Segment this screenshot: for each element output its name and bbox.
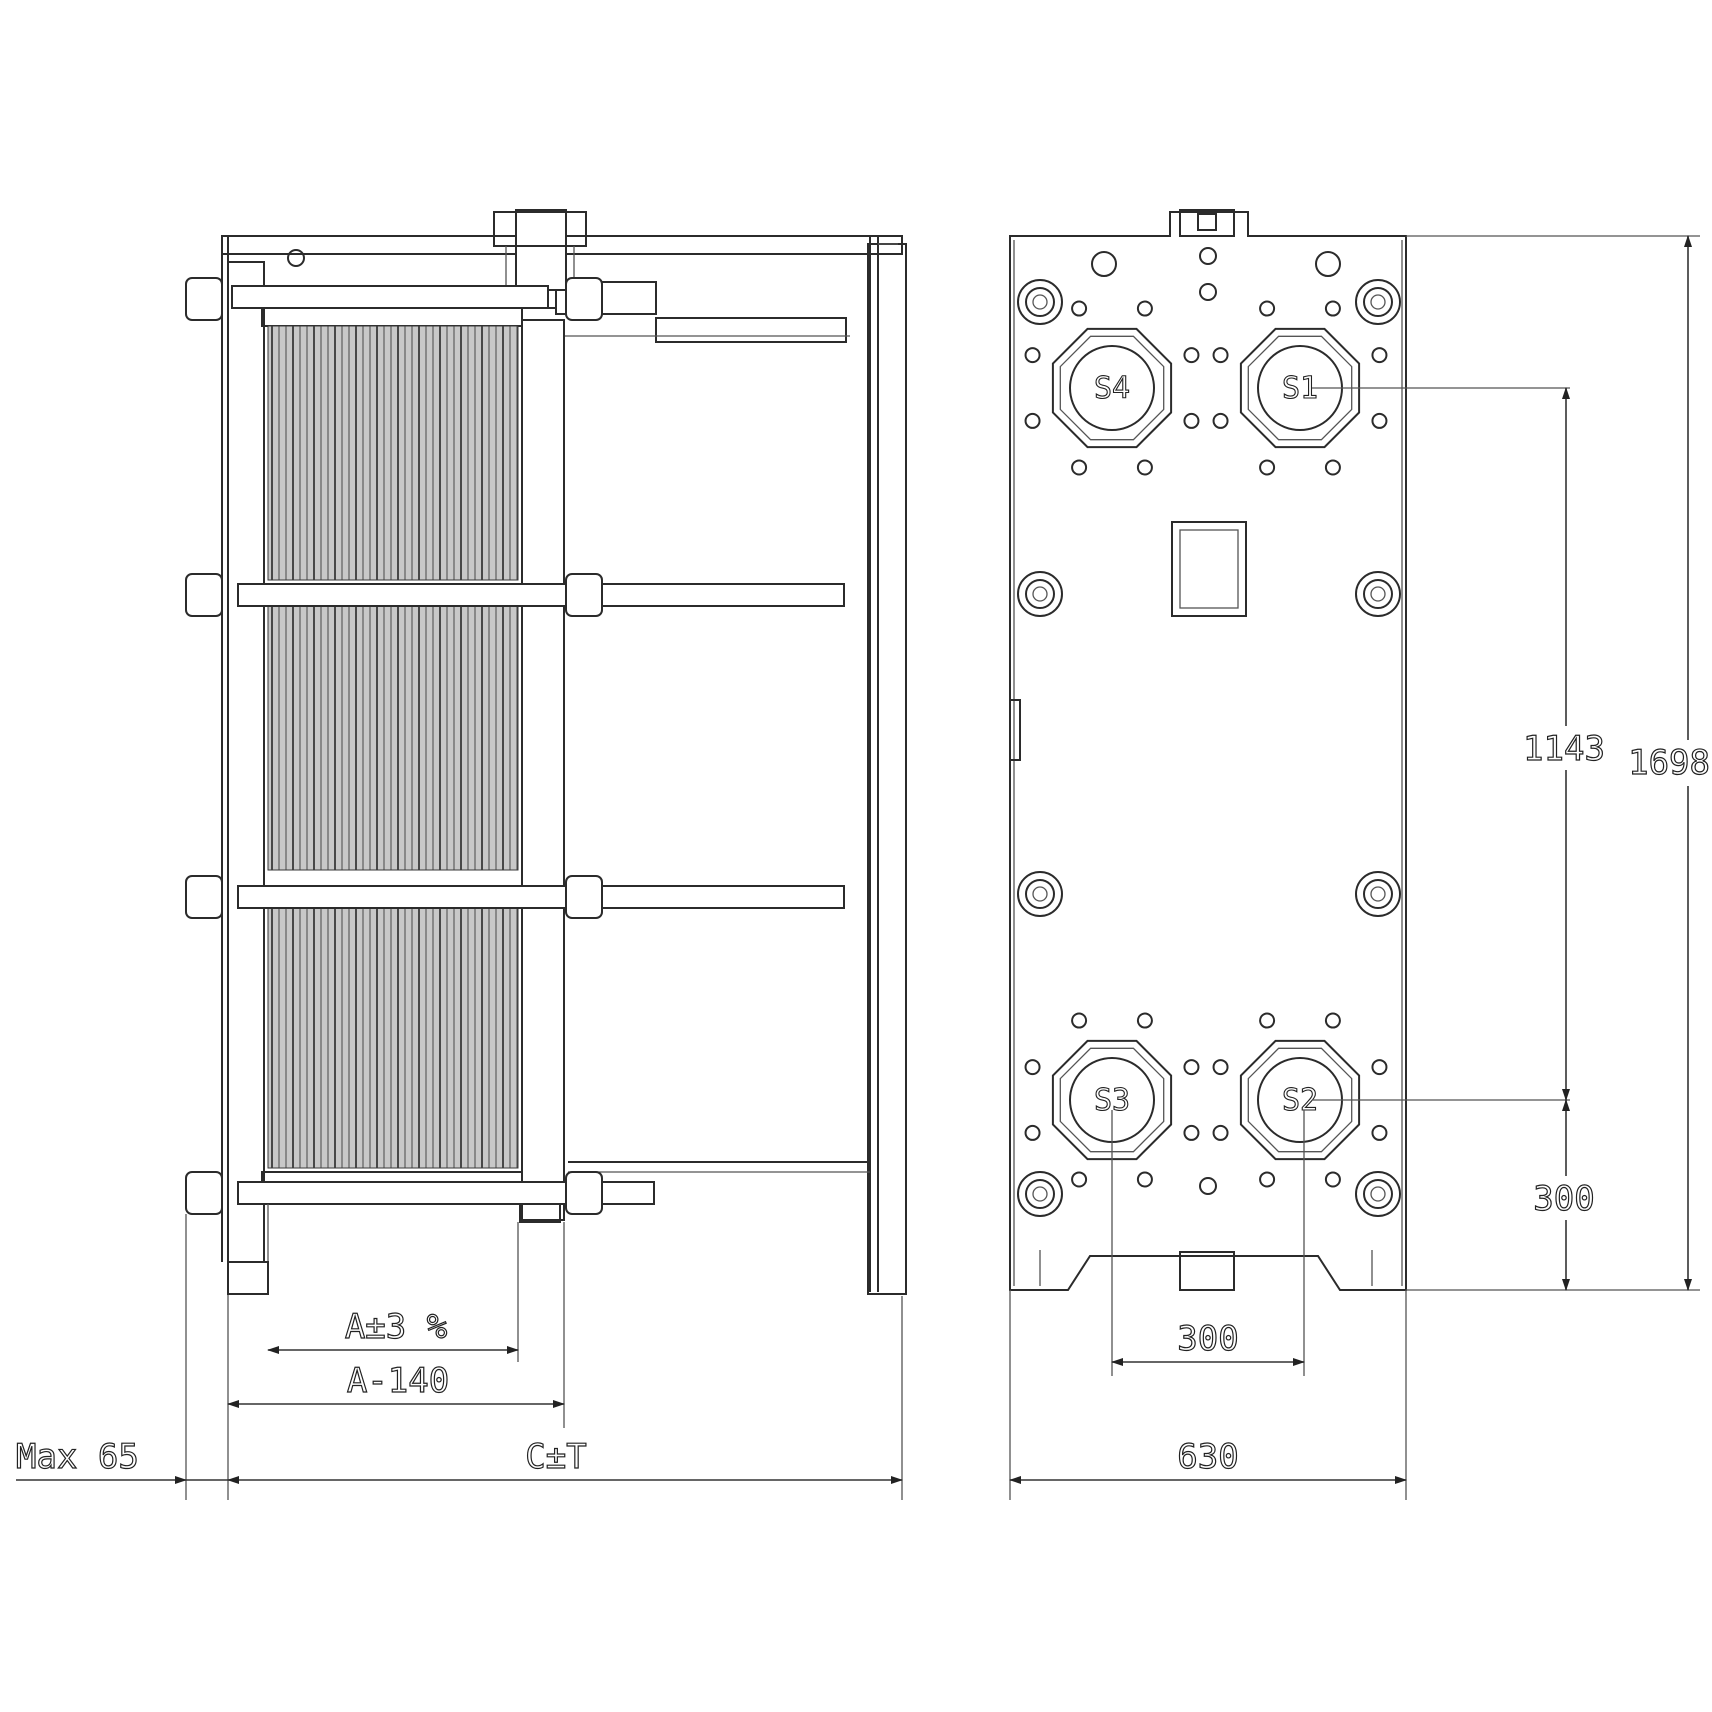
- frame-bolt: [1355, 571, 1401, 617]
- port-bolt-hole: [1259, 1171, 1276, 1188]
- label-port-vertical: 1143: [1523, 729, 1605, 769]
- port-bolt-hole: [1371, 1124, 1388, 1141]
- port-label: S2: [1282, 1083, 1318, 1118]
- port-bolt-hole: [1071, 300, 1088, 317]
- port-bolt-hole: [1183, 412, 1200, 429]
- port-bolt-hole: [1136, 459, 1153, 476]
- port-bolt-hole: [1136, 1171, 1153, 1188]
- port-bolt-hole: [1136, 1012, 1153, 1029]
- port-bolt-hole: [1024, 412, 1041, 429]
- front-frame-outline: [1009, 211, 1407, 1291]
- port-bolt-hole: [1212, 1059, 1229, 1076]
- port-bolt-hole: [1259, 459, 1276, 476]
- port-bolt-hole: [1324, 300, 1341, 317]
- frame-bolt: [1017, 571, 1063, 617]
- port-bolt-hole: [1024, 1124, 1041, 1141]
- pressure-plate: [521, 319, 565, 1221]
- label-plate-pack: A±3 %: [345, 1307, 447, 1347]
- port-bolt-hole: [1071, 459, 1088, 476]
- frame-bolt: [1017, 1171, 1063, 1217]
- port-bolt-hole: [1183, 1059, 1200, 1076]
- port-bolt-hole: [1371, 347, 1388, 364]
- port-s4: S4: [1024, 300, 1200, 476]
- port-bolt-hole: [1024, 1059, 1041, 1076]
- port-bolt-hole: [1212, 1124, 1229, 1141]
- port-bolt-hole: [1183, 1124, 1200, 1141]
- port-bolt-hole: [1071, 1012, 1088, 1029]
- frame-bolt: [1017, 871, 1063, 917]
- port-bolt-hole: [1212, 412, 1229, 429]
- label-max-clearance: Max 65: [16, 1437, 139, 1477]
- port-label: S4: [1094, 371, 1130, 406]
- port-bolt-hole: [1259, 1012, 1276, 1029]
- port-bolt-hole: [1024, 347, 1041, 364]
- label-port-horizontal: 300: [1177, 1319, 1238, 1359]
- label-compression: A-140: [347, 1361, 449, 1401]
- label-frame-width: 630: [1177, 1437, 1238, 1477]
- label-total-height: 1698: [1628, 743, 1710, 783]
- port-bolt-hole: [1071, 1171, 1088, 1188]
- tie-bars: [231, 285, 870, 1205]
- plate-pack: [267, 325, 519, 1169]
- lifting-lug: [515, 209, 567, 291]
- port-bolt-hole: [1212, 347, 1229, 364]
- fixed-frame-plate: [227, 261, 265, 1263]
- tie-bar-nuts: [185, 277, 603, 1215]
- port-bolt-hole: [1183, 347, 1200, 364]
- port-bolt-hole: [1324, 459, 1341, 476]
- frame-bolts: [1017, 279, 1401, 1217]
- frame-bolt: [1355, 1171, 1401, 1217]
- nameplate: [1171, 521, 1247, 617]
- port-bolt-hole: [1371, 412, 1388, 429]
- frame-bolt: [1017, 279, 1063, 325]
- port-bolt-hole: [1324, 1171, 1341, 1188]
- port-bolt-hole: [1324, 1012, 1341, 1029]
- port-s2: S2: [1212, 1012, 1388, 1188]
- label-port-bottom-offset: 300: [1533, 1179, 1594, 1219]
- port-bolt-hole: [1371, 1059, 1388, 1076]
- port-bolt-hole: [1259, 300, 1276, 317]
- port-bolt-hole: [1136, 300, 1153, 317]
- label-overall: C±T: [525, 1437, 586, 1477]
- side-view: A±3 % A-140 C±T Max 65: [15, 209, 907, 1500]
- frame-bolt: [1355, 871, 1401, 917]
- frame-bolt: [1355, 279, 1401, 325]
